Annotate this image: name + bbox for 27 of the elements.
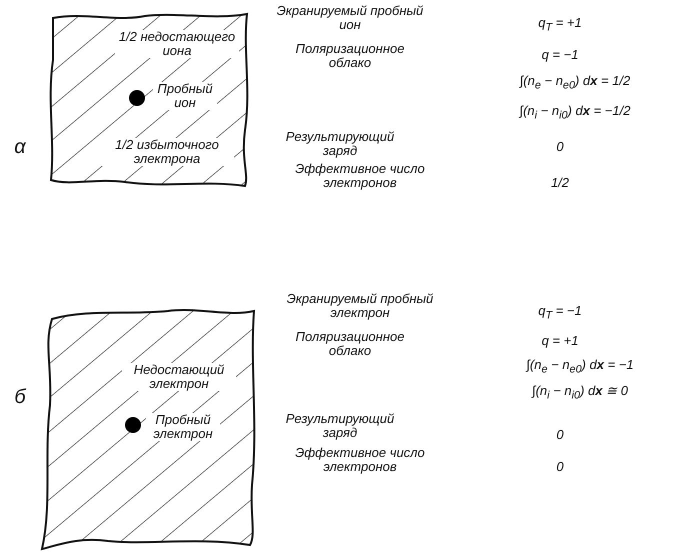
- annotation-text: q$_{T}$ = −1: [537, 304, 583, 323]
- region-text: 1/2 избыточного электрона: [100, 138, 234, 166]
- annotation-text: ∫(n$_{e}$ − n$_{e0}$) dx = 1/2: [518, 74, 632, 93]
- annotation-text: 0: [555, 140, 565, 154]
- region-text: 1/2 недостающего иона: [115, 30, 239, 58]
- annotation-text: Поляризационное облако: [294, 330, 406, 358]
- annotation-text: ∫(n$_{e}$ − n$_{e0}$) dx = −1: [524, 358, 635, 377]
- annotation-text: Результирующий заряд: [284, 130, 396, 158]
- region-text: Пробный электрон: [146, 413, 220, 441]
- annotation-text: Эффективное число электронов: [294, 162, 426, 190]
- annotation-text: q = +1: [540, 334, 580, 348]
- annotation-text: ∫(n$_{i}$ − n$_{i0}$) dx = −1/2: [518, 104, 632, 123]
- region-text: Пробный ион: [153, 82, 217, 110]
- annotation-text: ∫(n$_{i}$ − n$_{i0}$) dx ≅ 0: [530, 384, 629, 403]
- annotation-text: q$_{T}$ = +1: [537, 16, 583, 35]
- panel-letter: б: [13, 390, 28, 404]
- annotation-text: Экранируемый пробный электрон: [286, 292, 434, 320]
- panel-letter: α: [13, 140, 27, 154]
- annotation-text: q = −1: [540, 48, 580, 62]
- annotation-text: Поляризационное облако: [294, 42, 406, 70]
- annotation-text: 0: [555, 460, 565, 474]
- annotation-text: Эффективное число электронов: [294, 446, 426, 474]
- annotation-text: Результирующий заряд: [284, 412, 396, 440]
- annotation-text: 1/2: [550, 176, 570, 190]
- annotation-text: 0: [555, 428, 565, 442]
- annotation-text: Экранируемый пробный ион: [276, 4, 424, 32]
- region-text: Недостающий электрон: [122, 363, 236, 391]
